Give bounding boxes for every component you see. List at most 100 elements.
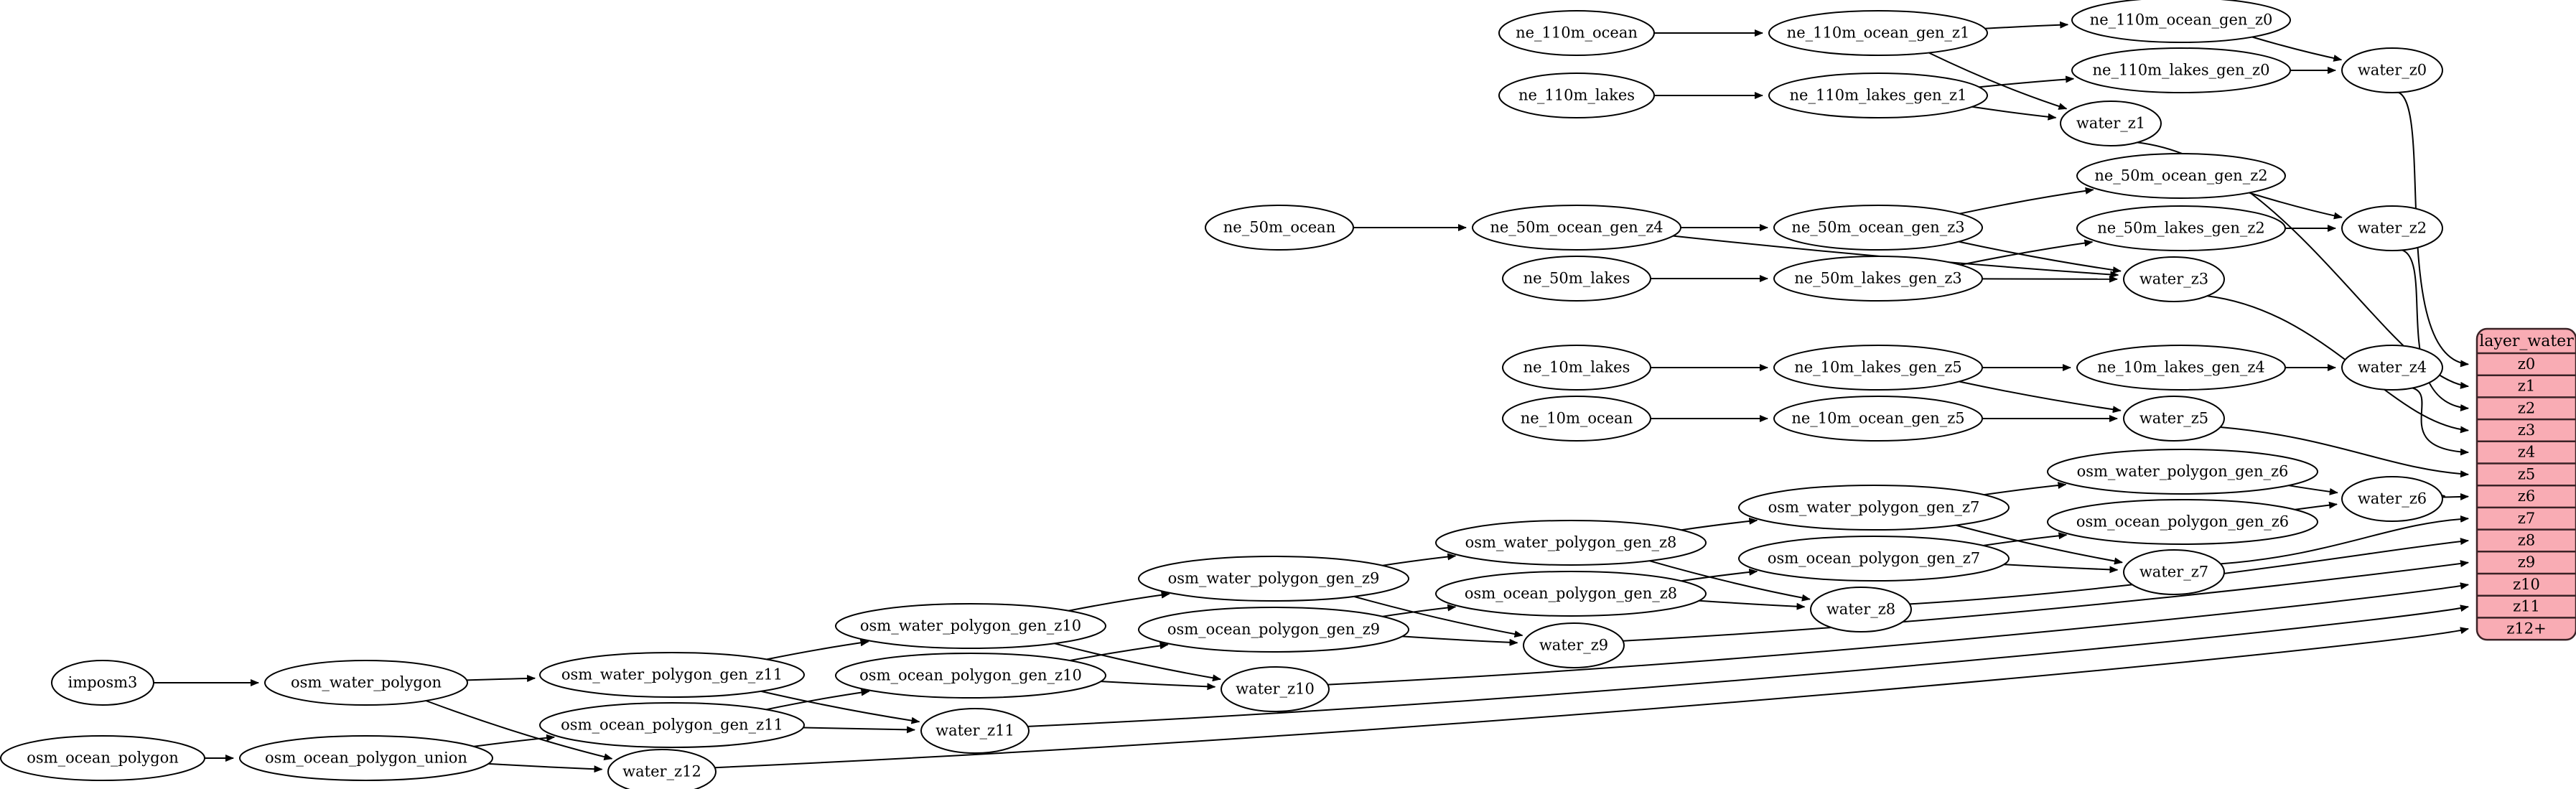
edge-ne_50m_ocean_gen_z3-to-water_z3 [1959,241,2122,274]
node-ne_50m_ocean_gen_z3[interactable]: ne_50m_ocean_gen_z3 [1773,205,1983,251]
node-ne_110m_ocean_gen_z0[interactable]: ne_110m_ocean_gen_z0 [2071,0,2291,43]
edge-osm_water_polygon_gen_z11-to-water_z11 [760,690,920,724]
node-label: water_z1 [2076,115,2145,132]
node-osm_water_polygon_gen_z8[interactable]: osm_water_polygon_gen_z8 [1435,520,1707,566]
node-osm_ocean_polygon[interactable]: osm_ocean_polygon [0,735,205,781]
node-label: water_z2 [2358,220,2427,237]
table-row-z3[interactable]: z3 [2518,421,2535,439]
edge-osm_water_polygon_gen_z7-to-water_z7 [1956,524,2123,565]
node-shape [835,653,1106,699]
edge-ne_50m_ocean_gen_z2-to-water_z2 [2249,192,2343,220]
node-label: ne_10m_ocean [1521,410,1633,427]
edge-ne_50m_lakes_gen_z3-to-ne_50m_lakes_gen_z2 [1960,239,2094,266]
node-osm_ocean_polygon_union[interactable]: osm_ocean_polygon_union [239,735,493,781]
node-shape [2123,396,2225,442]
node-shape [835,603,1106,649]
table-row-z4[interactable]: z4 [2518,444,2535,461]
node-shape [1810,587,1912,632]
node-osm_ocean_polygon_gen_z8[interactable]: osm_ocean_polygon_gen_z8 [1435,571,1707,617]
node-osm_water_polygon[interactable]: osm_water_polygon [264,660,468,706]
node-imposm3[interactable]: imposm3 [51,660,154,706]
edge-water_z7-to-table-row-z7 [2220,515,2469,565]
node-label: water_z11 [935,722,1014,739]
node-water_z2[interactable]: water_z2 [2341,205,2443,251]
table-row-z6[interactable]: z6 [2518,487,2535,505]
node-ne_110m_ocean[interactable]: ne_110m_ocean [1498,10,1655,56]
table-row-z0[interactable]: z0 [2518,355,2535,373]
node-ne_110m_lakes_gen_z1[interactable]: ne_110m_lakes_gen_z1 [1768,73,1988,118]
node-water_z12[interactable]: water_z12 [607,749,717,789]
node-water_z4[interactable]: water_z4 [2341,345,2443,391]
node-ne_10m_ocean[interactable]: ne_10m_ocean [1502,396,1651,442]
edge-osm_ocean_polygon_gen_z6-to-water_z6 [2295,501,2338,510]
node-label: osm_ocean_polygon_gen_z7 [1768,550,1980,567]
node-ne_110m_lakes_gen_z0[interactable]: ne_110m_lakes_gen_z0 [2071,47,2291,93]
node-label: ne_110m_lakes_gen_z1 [1790,87,1967,104]
node-osm_ocean_polygon_gen_z10[interactable]: osm_ocean_polygon_gen_z10 [835,653,1106,699]
node-ne_50m_ocean_gen_z2[interactable]: ne_50m_ocean_gen_z2 [2076,153,2286,199]
node-water_z0[interactable]: water_z0 [2341,47,2443,93]
node-osm_ocean_polygon_gen_z9[interactable]: osm_ocean_polygon_gen_z9 [1138,607,1409,653]
node-osm_water_polygon_gen_z11[interactable]: osm_water_polygon_gen_z11 [539,652,805,698]
node-water_z7[interactable]: water_z7 [2123,549,2225,595]
node-label: water_z3 [2139,271,2208,288]
table-row-z2[interactable]: z2 [2518,399,2535,416]
node-label: ne_50m_lakes_gen_z3 [1794,270,1962,287]
node-ne_10m_lakes_gen_z5[interactable]: ne_10m_lakes_gen_z5 [1773,345,1983,391]
table-row-z5[interactable]: z5 [2518,465,2535,482]
node-osm_ocean_polygon_gen_z6[interactable]: osm_ocean_polygon_gen_z6 [2047,499,2318,545]
node-water_z1[interactable]: water_z1 [2060,101,2162,146]
node-ne_50m_ocean[interactable]: ne_50m_ocean [1205,205,1354,251]
node-ne_10m_lakes[interactable]: ne_10m_lakes [1502,345,1651,391]
node-shape [1498,10,1655,56]
edge-osm_water_polygon_gen_z11-to-osm_water_polygon_gen_z10 [766,639,869,660]
node-water_z9[interactable]: water_z9 [1523,622,1625,668]
node-osm_water_polygon_gen_z9[interactable]: osm_water_polygon_gen_z9 [1138,556,1409,602]
edge-water_z4-to-table-row-z4 [2412,387,2469,456]
node-osm_ocean_polygon_gen_z11[interactable]: osm_ocean_polygon_gen_z11 [539,702,805,748]
table-row-z7[interactable]: z7 [2518,510,2535,527]
node-ne_10m_ocean_gen_z5[interactable]: ne_10m_ocean_gen_z5 [1773,396,1983,442]
table-row-z10[interactable]: z10 [2513,576,2540,593]
table-row-z11[interactable]: z11 [2513,598,2540,615]
node-water_z6[interactable]: water_z6 [2341,476,2443,522]
node-water_z5[interactable]: water_z5 [2123,396,2225,442]
node-label: ne_110m_lakes_gen_z0 [2093,62,2270,79]
edge-water_z2-to-table-row-z2 [2402,249,2469,411]
edge-osm_water_polygon_gen_z10-to-water_z10 [1054,643,1221,682]
node-label: ne_50m_lakes [1523,270,1630,287]
node-water_z10[interactable]: water_z10 [1221,666,1330,712]
node-ne_50m_lakes[interactable]: ne_50m_lakes [1502,256,1651,302]
node-label: osm_water_polygon_gen_z9 [1168,570,1380,587]
node-label: osm_ocean_polygon_gen_z11 [561,716,783,734]
node-osm_water_polygon_gen_z10[interactable]: osm_water_polygon_gen_z10 [835,603,1106,649]
edge-osm_ocean_polygon_gen_z10-to-osm_ocean_polygon_gen_z9 [1070,642,1169,661]
edge-osm_water_polygon_gen_z6-to-water_z6 [2288,485,2338,495]
table-row-z1[interactable]: z1 [2518,378,2535,395]
node-ne_110m_lakes[interactable]: ne_110m_lakes [1498,73,1655,118]
edge-water_z9-to-table-row-z9 [1623,560,2469,642]
node-ne_50m_lakes_gen_z2[interactable]: ne_50m_lakes_gen_z2 [2076,205,2286,251]
node-ne_50m_ocean_gen_z4[interactable]: ne_50m_ocean_gen_z4 [1472,205,1681,251]
table-row-z8[interactable]: z8 [2518,531,2535,548]
edge-ne_110m_lakes_gen_z1-to-ne_110m_lakes_gen_z0 [1979,75,2075,88]
node-water_z8[interactable]: water_z8 [1810,587,1912,632]
edge-ne_110m_ocean_gen_z1-to-ne_110m_ocean_gen_z0 [1984,21,2069,29]
node-osm_water_polygon_gen_z6[interactable]: osm_water_polygon_gen_z6 [2047,449,2318,495]
node-osm_ocean_polygon_gen_z7[interactable]: osm_ocean_polygon_gen_z7 [1738,536,2010,582]
node-water_z3[interactable]: water_z3 [2123,256,2225,302]
node-shape [1773,256,1983,302]
node-label: ne_50m_ocean_gen_z4 [1490,219,1663,236]
edge-osm_ocean_polygon_gen_z8-to-water_z8 [1699,599,1806,610]
edge-osm_ocean_polygon_gen_z11-to-water_z11 [803,726,916,734]
node-osm_water_polygon_gen_z7[interactable]: osm_water_polygon_gen_z7 [1738,485,2010,531]
node-ne_110m_ocean_gen_z1[interactable]: ne_110m_ocean_gen_z1 [1768,10,1988,56]
node-ne_10m_lakes_gen_z4[interactable]: ne_10m_lakes_gen_z4 [2076,345,2286,391]
node-label: ne_50m_ocean_gen_z2 [2094,167,2267,185]
node-ne_50m_lakes_gen_z3[interactable]: ne_50m_lakes_gen_z3 [1773,256,1983,302]
node-water_z11[interactable]: water_z11 [920,708,1030,754]
table-row-z12plus[interactable]: z12+ [2506,620,2546,637]
edge-osm_ocean_polygon_union-to-osm_ocean_polygon_gen_z11 [473,734,556,747]
table-row-z9[interactable]: z9 [2518,554,2535,571]
